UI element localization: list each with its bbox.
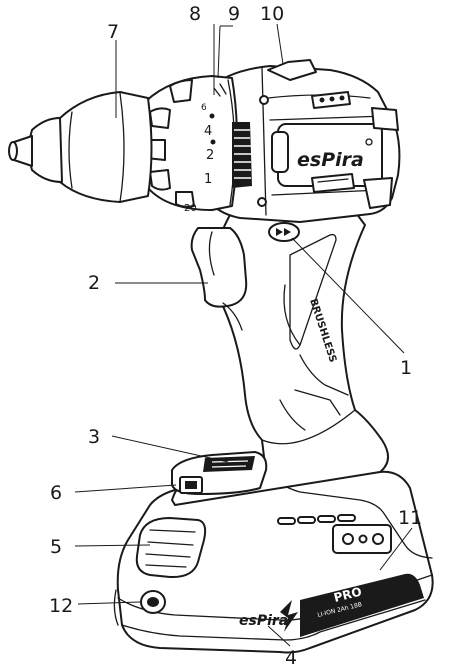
callout-4: 4 bbox=[285, 647, 297, 667]
torque-ring: 6 4 2 1 20 bbox=[144, 75, 252, 214]
battery-pack: esPira PRO LI-ION 2Ah 18B bbox=[113, 469, 434, 654]
battery-model-label: PRO bbox=[332, 584, 363, 604]
direction-switch bbox=[268, 222, 300, 242]
callout-1: 1 bbox=[400, 357, 412, 379]
callout-7: 7 bbox=[107, 21, 119, 43]
callout-10: 10 bbox=[260, 3, 284, 25]
trigger bbox=[190, 227, 248, 331]
brand-logo: esPira bbox=[297, 149, 364, 171]
callout-2: 2 bbox=[88, 272, 100, 294]
callout-labels: 7 8 9 10 2 1 3 6 5 11 12 4 bbox=[49, 3, 422, 667]
callout-9: 9 bbox=[228, 3, 240, 25]
scale-1: 1 bbox=[204, 172, 212, 187]
callout-5: 5 bbox=[50, 536, 62, 558]
scale-2: 2 bbox=[206, 148, 214, 163]
motor-housing: esPira bbox=[204, 59, 401, 223]
callout-11: 11 bbox=[398, 507, 422, 529]
scale-6: 6 bbox=[201, 103, 207, 113]
scale-4: 4 bbox=[204, 124, 212, 139]
callout-8: 8 bbox=[189, 3, 201, 25]
battery-brand-logo: esPira bbox=[239, 613, 288, 629]
scale-20: 20 bbox=[184, 203, 197, 214]
chuck bbox=[8, 91, 153, 203]
callout-3: 3 bbox=[88, 426, 100, 448]
foot bbox=[171, 451, 268, 495]
callout-6: 6 bbox=[50, 482, 62, 504]
leader-lines bbox=[74, 23, 413, 647]
callout-12: 12 bbox=[49, 595, 73, 617]
